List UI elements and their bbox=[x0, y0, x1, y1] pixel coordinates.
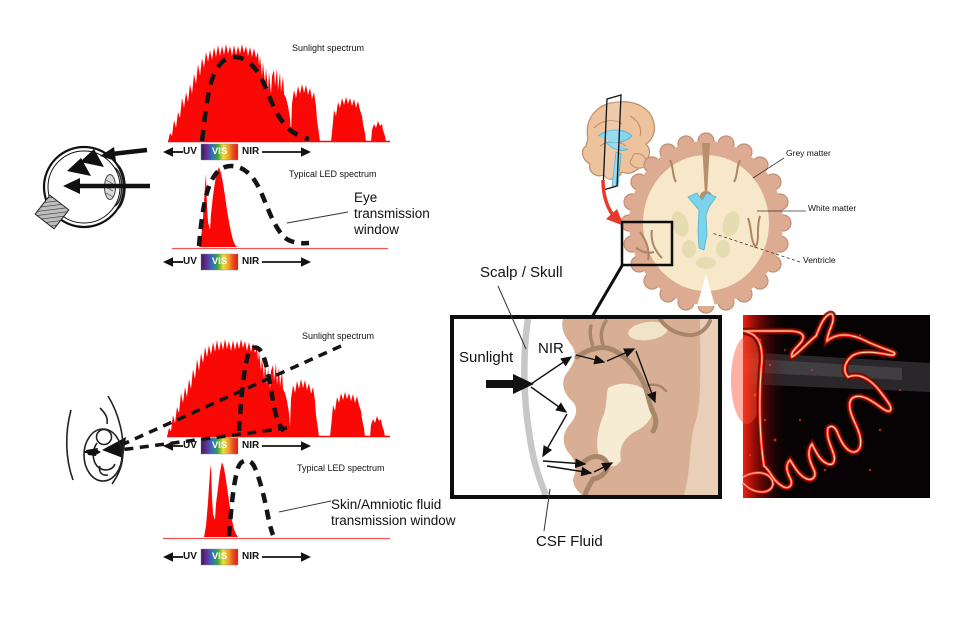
uv-label-3: UV bbox=[183, 440, 197, 451]
led-spectrum-title-bottom: Typical LED spectrum bbox=[297, 463, 385, 473]
eye-window-on-led-curve bbox=[196, 163, 310, 247]
led-spectrum-top-plot bbox=[172, 163, 388, 250]
grey-matter-label: Grey matter bbox=[786, 148, 831, 158]
zoom-connector-line bbox=[590, 263, 625, 318]
scalp-skull-pointer-line bbox=[497, 285, 527, 350]
ventricle-label: Ventricle bbox=[803, 255, 836, 265]
sunlight-spectrum-top-plot bbox=[168, 44, 390, 143]
nir-label: NIR bbox=[538, 340, 564, 357]
led-spectrum-bottom-plot bbox=[163, 458, 390, 540]
scalp-skull-label: Scalp / Skull bbox=[480, 264, 563, 281]
white-matter-label: White matter bbox=[808, 203, 857, 213]
nir-scatter-arrows-icon bbox=[530, 348, 657, 477]
sunlight-spectrum-title-bottom: Sunlight spectrum bbox=[302, 331, 375, 341]
led-spectrum-title-top: Typical LED spectrum bbox=[289, 169, 377, 179]
nir-phantom-photo bbox=[731, 314, 930, 498]
eye-diagram-icon bbox=[34, 145, 126, 230]
coronal-plane-icon bbox=[602, 94, 622, 191]
nir-label-4: NIR bbox=[242, 551, 260, 562]
zoom-region-box bbox=[620, 220, 674, 267]
sagittal-brain-inset-icon bbox=[581, 94, 656, 226]
nir-label-1: NIR bbox=[242, 146, 260, 157]
eye-transmission-window-label: Eye transmission window bbox=[354, 190, 430, 237]
sunlight-spectrum-bottom-plot bbox=[167, 339, 390, 438]
eye-window-pointer-line bbox=[286, 211, 349, 224]
uv-label-2: UV bbox=[183, 256, 197, 267]
coronal-brain-section-icon bbox=[590, 132, 806, 318]
csf-pointer-line bbox=[543, 488, 551, 532]
ventricle-pointer-line bbox=[711, 232, 801, 263]
grey-matter-pointer-line bbox=[752, 157, 785, 179]
skin-window-on-sunlight-curve bbox=[236, 345, 286, 433]
uv-label-1: UV bbox=[183, 146, 197, 157]
nir-label-3: NIR bbox=[242, 440, 260, 451]
skin-amniotic-window-label: Skin/Amniotic fluid transmission window bbox=[331, 497, 456, 528]
fetus-in-womb-icon bbox=[65, 395, 124, 485]
light-entering-eye-arrows-icon bbox=[63, 147, 150, 194]
uv-label-4: UV bbox=[183, 551, 197, 562]
ventricle-shape bbox=[687, 192, 717, 251]
sunlight-label: Sunlight bbox=[459, 349, 514, 366]
vis-label-3: VIS bbox=[211, 440, 228, 451]
csf-fluid-label: CSF Fluid bbox=[536, 533, 603, 550]
nir-penetration-inset bbox=[450, 285, 722, 532]
nir-label-2: NIR bbox=[242, 256, 260, 267]
vis-label-4: VIS bbox=[211, 551, 228, 562]
vis-label-2: VIS bbox=[211, 256, 228, 267]
skin-window-on-led-curve bbox=[226, 458, 276, 537]
skin-window-pointer-line bbox=[278, 500, 332, 513]
sunlight-spectrum-title-top: Sunlight spectrum bbox=[292, 43, 365, 53]
vis-label-1: VIS bbox=[211, 146, 228, 157]
